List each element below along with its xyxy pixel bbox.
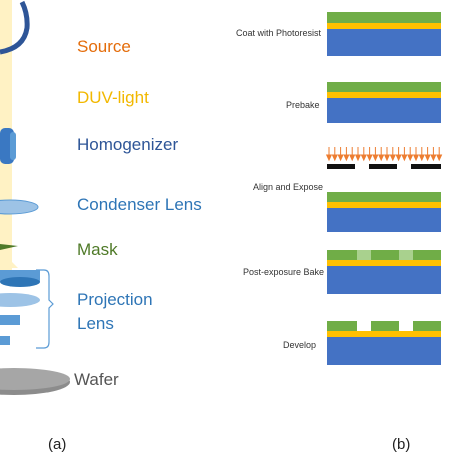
panel-a-tag: (a) [48, 436, 67, 453]
wafer-stack-prebake [327, 82, 441, 123]
mask-segment-3 [411, 164, 441, 169]
exposure-arrow-head [366, 154, 373, 162]
exposure-arrow-head [436, 154, 443, 162]
substrate-layer [327, 98, 441, 123]
exposure-arrow-head [343, 154, 350, 162]
oxide-layer [327, 331, 441, 337]
photoresist-layer [327, 192, 441, 202]
exposure-arrow-head [354, 154, 362, 162]
resist-block-1 [327, 321, 357, 331]
oxide-layer [327, 202, 441, 208]
mask-segment-1 [327, 164, 355, 169]
wafer-top [0, 368, 70, 390]
homogenizer-edge [10, 132, 16, 160]
exposure-arrow-head [325, 154, 333, 162]
resist-block-3 [413, 321, 441, 331]
projection-lens-element-1-rim [0, 277, 40, 287]
exposure-arrow-head [395, 154, 402, 162]
step-label-develop: Develop [283, 340, 317, 350]
label-projection: Projection [77, 290, 153, 309]
projection-lens-element-4 [0, 336, 10, 345]
step-label-prebake: Prebake [286, 100, 320, 110]
exposure-arrows [325, 147, 443, 169]
substrate-layer [327, 266, 441, 294]
exposure-arrow-head [383, 154, 391, 162]
wafer-stack-peb [327, 250, 441, 294]
exposure-arrow-head [407, 154, 414, 162]
projection-lens-bracket [36, 269, 54, 349]
step-label-align-expose: Align and Expose [253, 182, 324, 192]
exposure-arrow-head [360, 154, 367, 162]
photoresist-layer [327, 12, 441, 23]
oxide-layer [327, 92, 441, 98]
condenser-lens-icon [0, 199, 39, 215]
exposure-arrow-head [418, 154, 425, 162]
label-mask: Mask [77, 240, 118, 259]
projection-lens-element-3 [0, 315, 20, 325]
label-condenser-lens: Condenser Lens [77, 195, 202, 214]
exposure-arrow-head [412, 154, 420, 162]
label-duv-light: DUV-light [77, 88, 149, 107]
panel-b-tag: (b) [392, 436, 411, 453]
step-label-post-exposure-bake: Post-exposure Bake [243, 267, 325, 277]
mask-segment-2 [369, 164, 397, 169]
label-homogenizer: Homogenizer [77, 135, 179, 154]
label-source: Source [77, 37, 131, 56]
exposure-arrow-head [401, 154, 408, 162]
oxide-layer [327, 260, 441, 266]
label-lens: Lens [77, 314, 114, 333]
exposure-arrow-head [372, 154, 379, 162]
exposure-arrow-head [349, 154, 356, 162]
wafer-stack-coat [327, 12, 441, 56]
projection-beam [0, 262, 18, 268]
photoresist-layer [327, 82, 441, 92]
exposed-region-1 [357, 250, 371, 260]
mask-icon [0, 244, 18, 250]
substrate-layer [327, 337, 441, 365]
wafer-stack-develop [327, 321, 441, 365]
projection-lens-element-2 [0, 293, 40, 307]
source-reflector-icon [0, 0, 30, 55]
oxide-layer [327, 23, 441, 29]
resist-block-2 [371, 321, 399, 331]
exposure-arrow-head [331, 154, 338, 162]
exposure-arrow-head [337, 154, 344, 162]
substrate-layer [327, 29, 441, 56]
label-wafer: Wafer [74, 370, 119, 389]
exposed-region-2 [399, 250, 413, 260]
exposure-arrow-head [378, 154, 385, 162]
exposure-arrow-head [424, 154, 431, 162]
exposure-arrow-head [389, 154, 396, 162]
wafer-stack-expose [327, 192, 441, 232]
step-label-coat: Coat with Photoresist [236, 28, 322, 38]
exposure-arrow-head [430, 154, 437, 162]
photoresist-layer [327, 250, 441, 260]
substrate-layer [327, 208, 441, 232]
